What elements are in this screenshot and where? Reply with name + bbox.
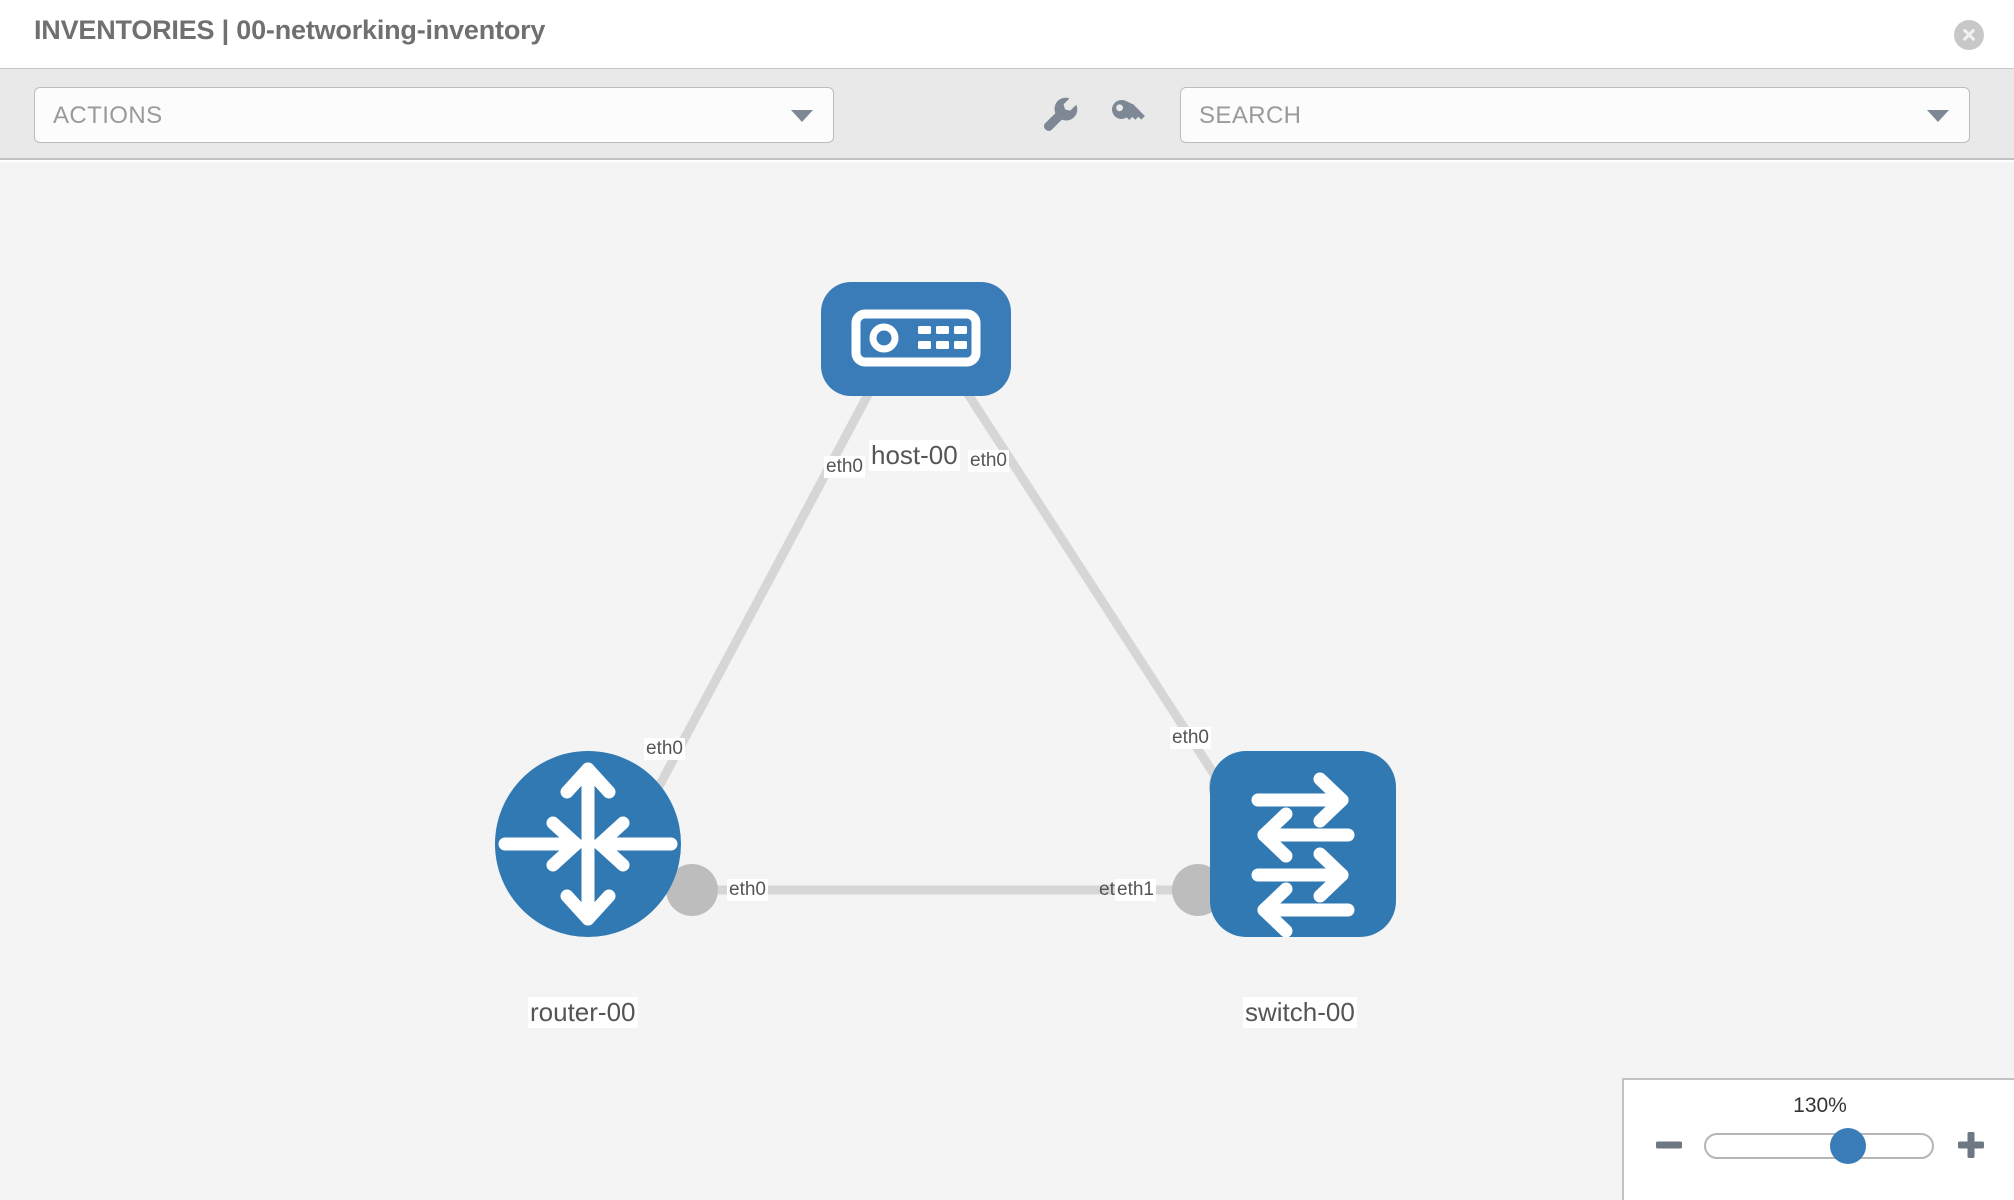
toolbar: ACTIONS bbox=[0, 68, 2014, 160]
node-label-switch: switch-00 bbox=[1243, 997, 1357, 1028]
iface-label-router-up: eth0 bbox=[644, 738, 685, 760]
search-input[interactable] bbox=[1199, 101, 1899, 131]
iface-label-switch-left-b: eth1 bbox=[1115, 879, 1156, 901]
chevron-down-icon bbox=[791, 110, 813, 122]
page-title: INVENTORIES | 00-networking-inventory bbox=[34, 15, 546, 45]
topology-connectors bbox=[666, 336, 1261, 916]
iface-label-host-left: eth0 bbox=[824, 456, 865, 478]
zoom-out-button[interactable] bbox=[1652, 1128, 1686, 1162]
iface-label-router-right: eth0 bbox=[727, 879, 768, 901]
node-router-00 bbox=[495, 751, 681, 937]
zoom-control-panel: 130% bbox=[1622, 1078, 2014, 1200]
close-icon[interactable] bbox=[1954, 20, 1984, 50]
iface-label-switch-up: eth0 bbox=[1170, 727, 1211, 749]
actions-dropdown[interactable]: ACTIONS bbox=[34, 87, 834, 143]
actions-dropdown-label: ACTIONS bbox=[53, 102, 163, 129]
key-icon[interactable] bbox=[1104, 91, 1152, 139]
node-host-00 bbox=[821, 282, 1011, 396]
node-label-router: router-00 bbox=[528, 997, 638, 1028]
link-host-switch bbox=[940, 354, 1249, 825]
zoom-slider-thumb[interactable] bbox=[1830, 1128, 1867, 1164]
zoom-in-button[interactable] bbox=[1954, 1128, 1988, 1162]
wrench-icon[interactable] bbox=[1036, 91, 1084, 139]
connector-router-right bbox=[666, 864, 718, 916]
page-header: INVENTORIES | 00-networking-inventory bbox=[0, 0, 2014, 68]
topology-canvas[interactable]: host-00 router-00 switch-00 eth0 eth0 et… bbox=[0, 162, 2014, 1200]
iface-label-host-right: eth0 bbox=[968, 450, 1009, 472]
search-box[interactable] bbox=[1180, 87, 1970, 143]
zoom-slider[interactable] bbox=[1704, 1128, 1934, 1164]
chevron-down-icon[interactable] bbox=[1927, 110, 1949, 122]
topology-links bbox=[636, 354, 1249, 895]
node-switch-00 bbox=[1210, 751, 1396, 938]
node-label-host: host-00 bbox=[869, 440, 960, 471]
zoom-level-label: 130% bbox=[1793, 1094, 1847, 1117]
